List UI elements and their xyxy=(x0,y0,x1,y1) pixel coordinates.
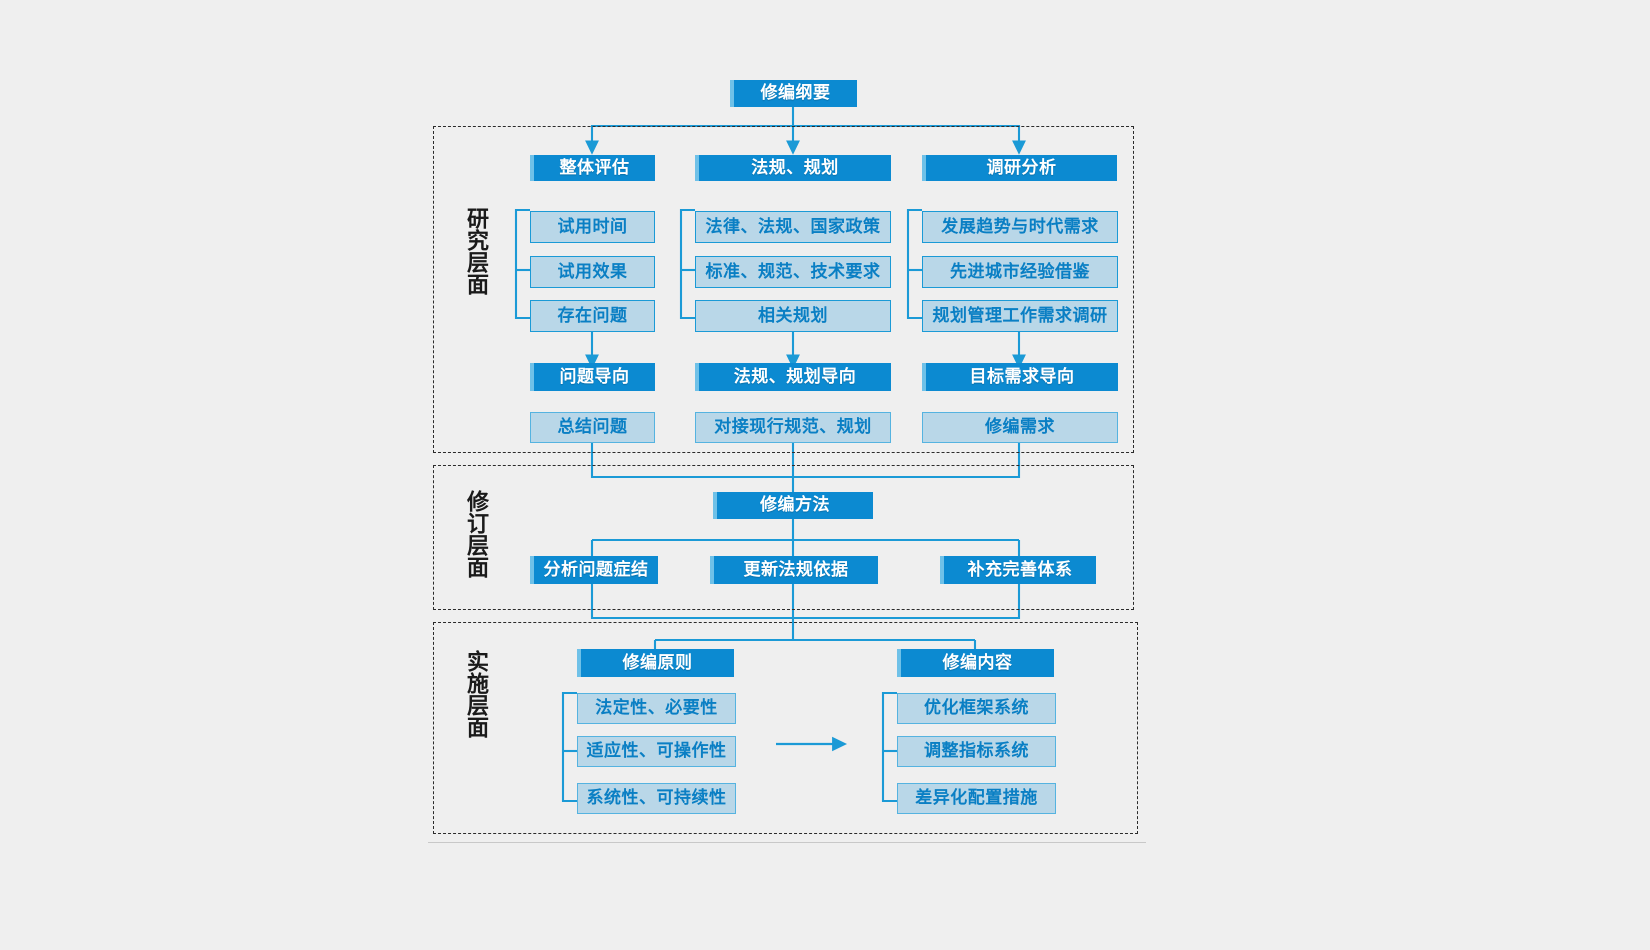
bottom-rule xyxy=(428,842,1146,843)
node-revision-method[interactable]: 修编方法 xyxy=(713,492,873,519)
node-supplement-improve-system[interactable]: 补充完善体系 xyxy=(940,556,1096,584)
node-adjust-indicator-system[interactable]: 调整指标系统 xyxy=(897,736,1056,767)
layer-label-revision: 修订层面 xyxy=(463,490,488,578)
node-regulations-planning[interactable]: 法规、规划 xyxy=(695,155,891,181)
layer-label-research: 研究层面 xyxy=(463,207,488,295)
node-trial-effect[interactable]: 试用效果 xyxy=(530,256,655,288)
node-analyze-problem-root[interactable]: 分析问题症结 xyxy=(530,556,658,584)
node-laws-regulations-policies[interactable]: 法律、法规、国家政策 xyxy=(695,211,891,243)
node-root-outline[interactable]: 修编纲要 xyxy=(730,80,857,107)
node-goal-demand-oriented[interactable]: 目标需求导向 xyxy=(922,363,1118,391)
node-trial-period[interactable]: 试用时间 xyxy=(530,211,655,243)
node-advanced-city-experience[interactable]: 先进城市经验借鉴 xyxy=(922,256,1118,288)
node-research-analysis[interactable]: 调研分析 xyxy=(922,155,1117,181)
node-standards-specs-requirements[interactable]: 标准、规范、技术要求 xyxy=(695,256,891,288)
node-update-regulatory-basis[interactable]: 更新法规依据 xyxy=(710,556,878,584)
node-revision-demand[interactable]: 修编需求 xyxy=(922,412,1118,443)
node-revision-content[interactable]: 修编内容 xyxy=(897,649,1054,677)
node-trends-and-era-demand[interactable]: 发展趋势与时代需求 xyxy=(922,211,1118,243)
node-legality-necessity[interactable]: 法定性、必要性 xyxy=(577,693,736,724)
node-revision-principles[interactable]: 修编原则 xyxy=(577,649,734,677)
node-systematic-sustainability[interactable]: 系统性、可持续性 xyxy=(577,783,736,814)
node-related-planning[interactable]: 相关规划 xyxy=(695,300,891,332)
revision-layer-frame xyxy=(433,465,1134,610)
node-adaptability-operability[interactable]: 适应性、可操作性 xyxy=(577,736,736,767)
research-layer-frame xyxy=(433,126,1134,453)
node-differentiated-allocation-measures[interactable]: 差异化配置措施 xyxy=(897,783,1056,814)
node-existing-problems[interactable]: 存在问题 xyxy=(530,300,655,332)
implementation-layer-frame xyxy=(433,622,1138,834)
node-align-current-specs-planning[interactable]: 对接现行规范、规划 xyxy=(695,412,891,443)
node-problem-oriented[interactable]: 问题导向 xyxy=(530,363,655,391)
node-overall-assessment[interactable]: 整体评估 xyxy=(530,155,655,181)
node-planning-management-survey[interactable]: 规划管理工作需求调研 xyxy=(922,300,1118,332)
node-regulation-planning-oriented[interactable]: 法规、规划导向 xyxy=(695,363,891,391)
layer-label-implementation: 实施层面 xyxy=(463,650,488,738)
node-optimize-framework-system[interactable]: 优化框架系统 xyxy=(897,693,1056,724)
node-summarize-problems[interactable]: 总结问题 xyxy=(530,412,655,443)
